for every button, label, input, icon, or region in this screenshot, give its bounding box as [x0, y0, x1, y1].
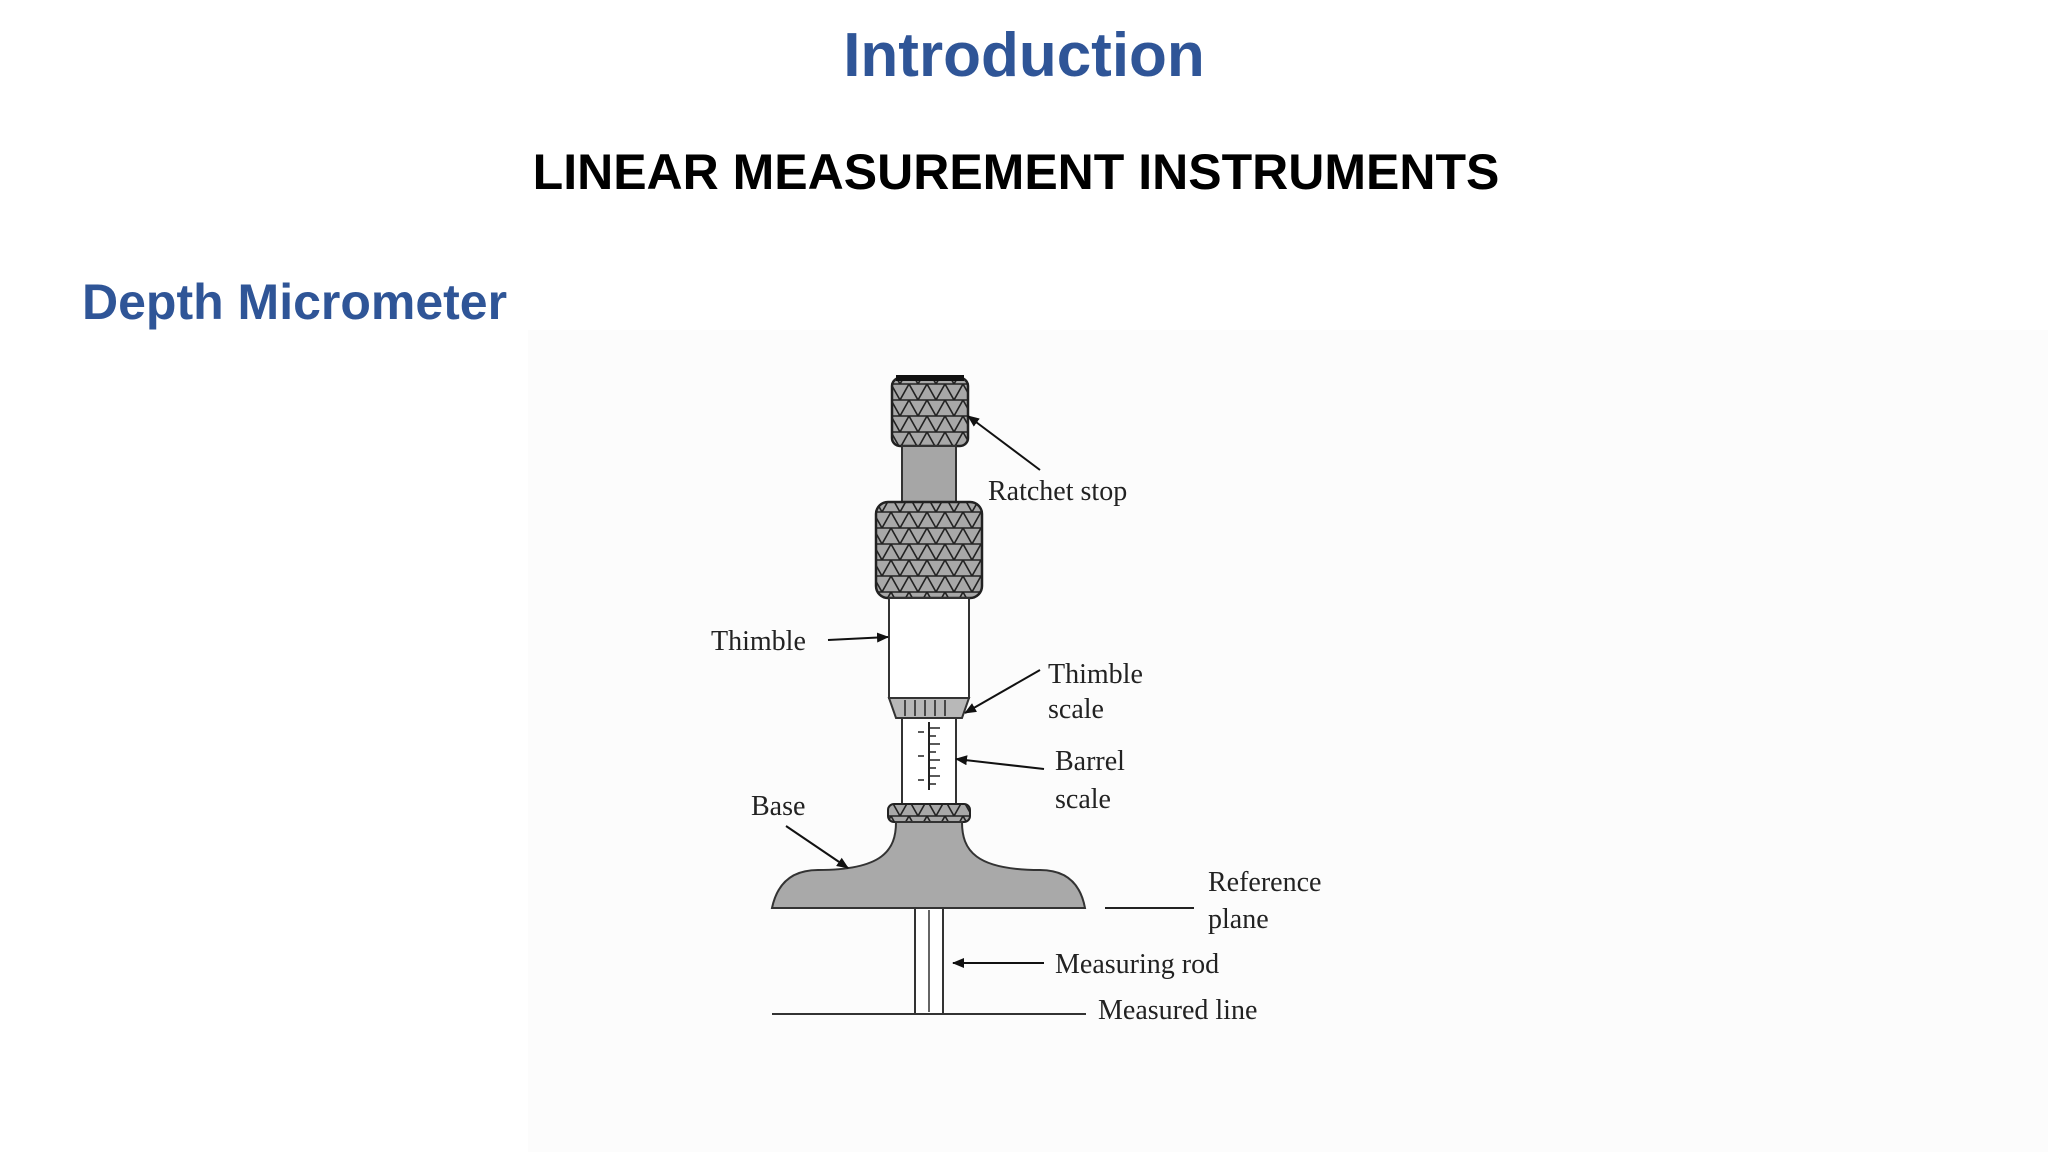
ratchet-stop-knob — [890, 375, 970, 448]
thimble-body — [888, 597, 970, 699]
label-thimble-scale-line2: scale — [1048, 694, 1104, 725]
base-body — [770, 821, 1087, 909]
ratchet-stop-arrow — [967, 415, 1041, 471]
section-heading: Depth Micrometer — [82, 274, 508, 330]
thimble-arrow — [827, 632, 889, 643]
label-ratchet-stop: Ratchet stop — [988, 476, 1127, 507]
barrel-scale-arrow — [955, 755, 1045, 770]
thimble-scale-band — [887, 697, 971, 719]
slide-subtitle: LINEAR MEASUREMENT INSTRUMENTS — [532, 144, 1500, 200]
label-measuring-rod: Measuring rod — [1055, 949, 1219, 980]
label-reference-plane-line2: plane — [1208, 904, 1269, 935]
thimble-grip — [874, 500, 984, 600]
label-barrel-scale-line2: scale — [1055, 784, 1111, 815]
measuring-rod — [914, 907, 944, 1015]
base-arrow — [785, 825, 849, 869]
slide-title: Introduction — [843, 21, 1205, 90]
base-collar — [887, 803, 971, 823]
label-base: Base — [751, 791, 805, 822]
label-reference-plane-line1: Reference — [1208, 867, 1321, 898]
label-measured-line: Measured line — [1098, 995, 1257, 1026]
thimble-scale-arrow — [964, 669, 1041, 714]
barrel — [901, 717, 957, 805]
label-thimble-scale-line1: Thimble — [1048, 659, 1143, 690]
label-barrel-scale-line1: Barrel — [1055, 746, 1125, 777]
ratchet-neck — [901, 445, 957, 503]
label-thimble: Thimble — [711, 626, 806, 657]
